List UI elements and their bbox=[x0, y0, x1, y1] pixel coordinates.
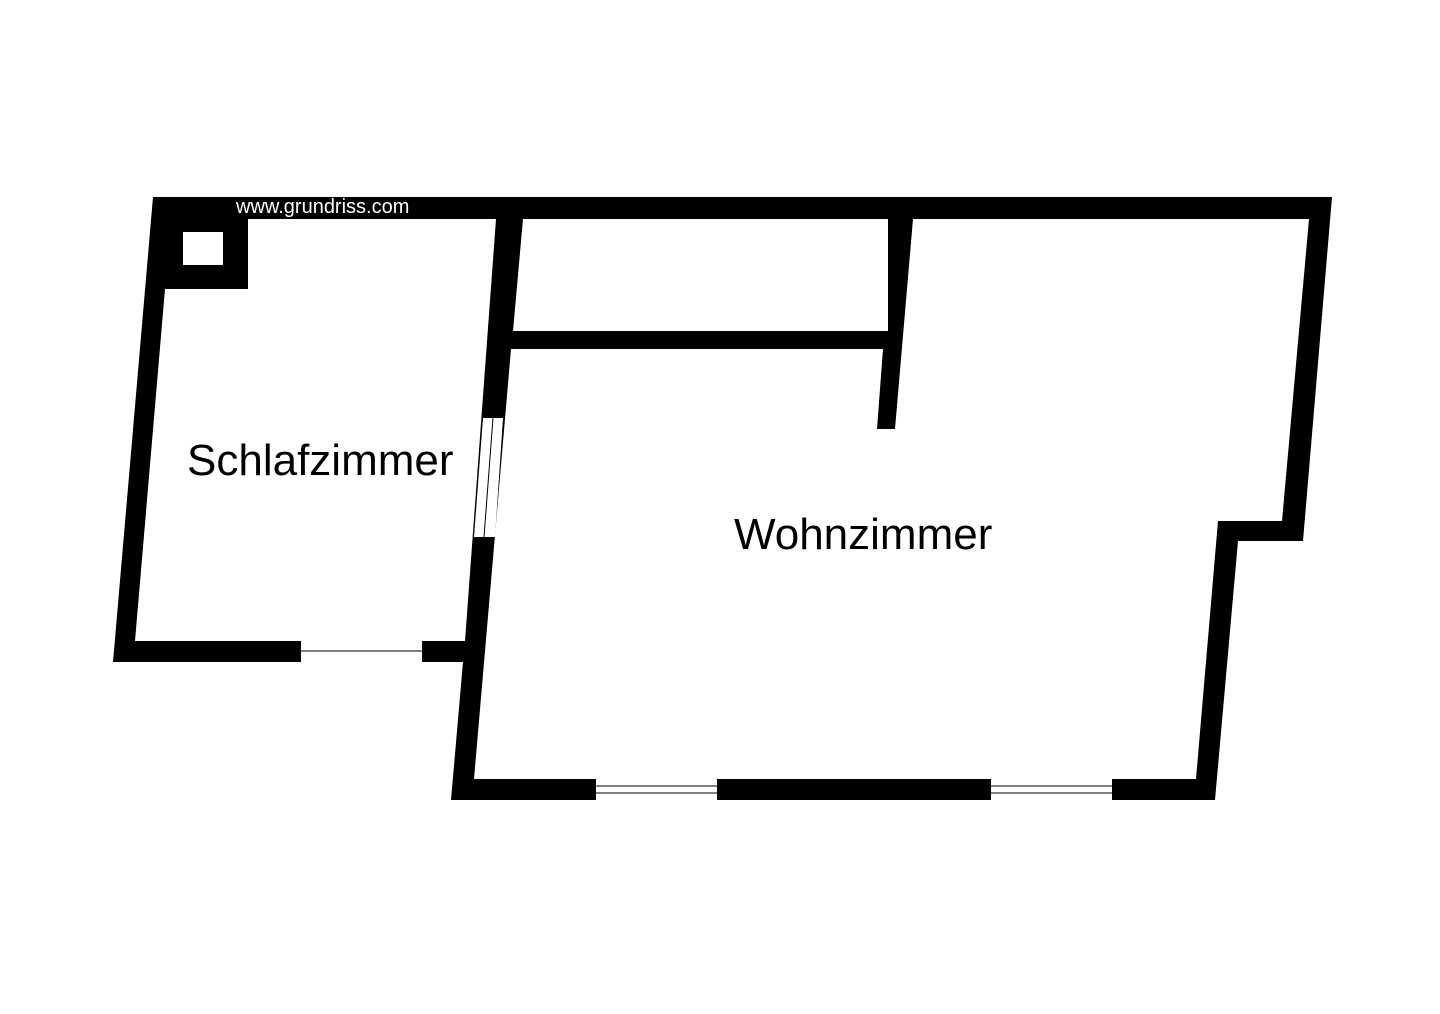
window-living-left bbox=[596, 779, 717, 800]
room-label-wohnzimmer: Wohnzimmer bbox=[734, 510, 992, 559]
shaft bbox=[183, 232, 223, 265]
walls bbox=[113, 197, 1332, 800]
watermark: www.grundriss.com bbox=[235, 196, 409, 218]
room-label-schlafzimmer: Schlafzimmer bbox=[187, 436, 454, 485]
window-bedroom bbox=[301, 641, 422, 662]
window-living-right bbox=[991, 779, 1112, 800]
doorway-bedroom-living bbox=[474, 417, 503, 538]
